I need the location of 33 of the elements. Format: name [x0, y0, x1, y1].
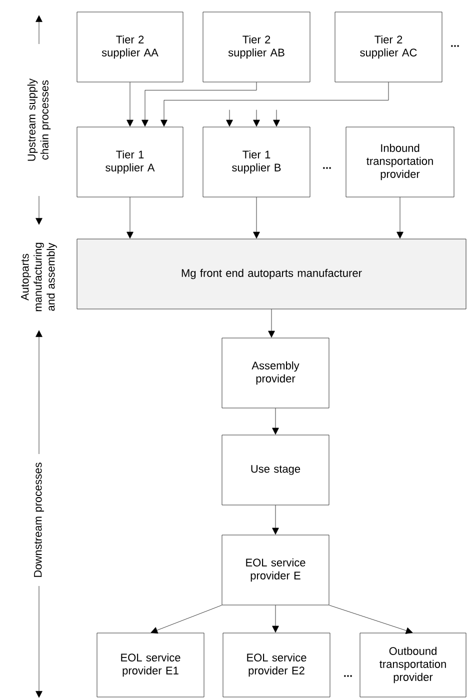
- process-box: Tier 1 supplier B: [202, 126, 310, 198]
- section-label: Upstream supply chain processes: [26, 44, 52, 196]
- process-box: EOL service provider E: [222, 534, 330, 606]
- arrow: [160, 82, 389, 127]
- arrow: [253, 110, 260, 127]
- process-box: Use stage: [222, 434, 330, 506]
- arrow: [142, 82, 257, 127]
- arrow: [150, 605, 222, 634]
- process-box: Assembly provider: [222, 338, 330, 408]
- arrow: [126, 197, 134, 239]
- arrow: [126, 82, 134, 127]
- process-box: Tier 1 supplier A: [76, 126, 184, 198]
- process-box: Tier 2 supplier AB: [202, 12, 310, 82]
- process-box: EOL service provider E1: [96, 632, 204, 698]
- arrow: [396, 197, 404, 239]
- arrow: [253, 197, 260, 239]
- process-box: EOL service provider E2: [222, 632, 330, 698]
- ellipsis: ...: [323, 167, 331, 169]
- process-box: Tier 2 supplier AA: [76, 12, 184, 82]
- ellipsis: ...: [344, 675, 352, 677]
- process-box: Tier 2 supplier AC: [334, 12, 442, 82]
- arrow: [268, 309, 275, 338]
- process-box: Outbound transportation provider: [360, 632, 466, 698]
- section-label: Autoparts manufacturing and assembly: [20, 230, 58, 324]
- arrow: [329, 605, 413, 634]
- arrow: [272, 408, 279, 435]
- arrow: [272, 605, 279, 633]
- process-box: Inbound transportation provider: [346, 126, 454, 198]
- arrow: [272, 505, 279, 535]
- arrow: [226, 110, 233, 127]
- section-label: Downstream processes: [33, 454, 45, 586]
- process-box: Mg front end autoparts manufacturer: [76, 238, 466, 310]
- arrow: [273, 110, 280, 127]
